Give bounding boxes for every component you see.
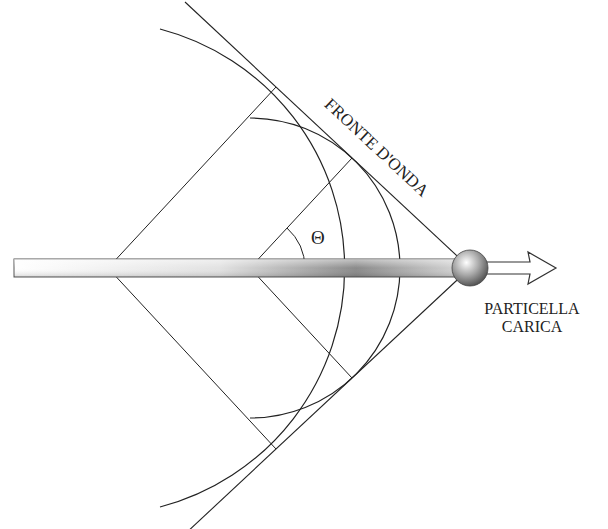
angle-label: Θ	[311, 227, 325, 249]
charged-particle	[452, 250, 488, 286]
wave-front-line	[185, 268, 470, 529]
direction-arrow	[486, 252, 556, 284]
wave-front-label: FRONTE D'ONDA	[320, 95, 432, 201]
track-shading	[14, 259, 470, 277]
radius-line	[108, 87, 276, 268]
radius-line	[250, 158, 352, 268]
particle-track	[14, 259, 470, 277]
particle-label: PARTICELLA CARICA	[467, 300, 597, 337]
radius-line	[250, 268, 352, 378]
wave-front-line	[185, 2, 470, 268]
radius-line	[108, 268, 276, 449]
